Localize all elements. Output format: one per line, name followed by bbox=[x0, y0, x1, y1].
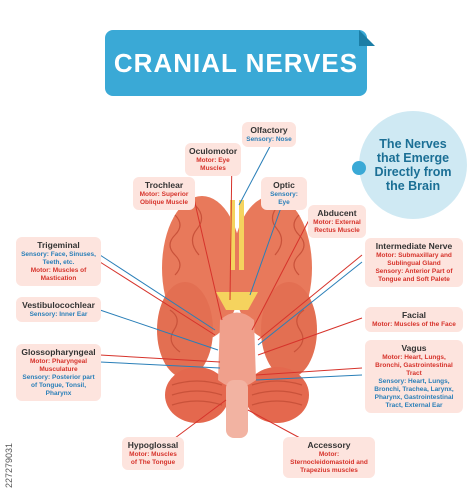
hypoglossal-motor: Motor: Muscles of The Tongue bbox=[129, 451, 177, 466]
intermediate-sensory: Sensory: Anterior Part of Tongue and Sof… bbox=[375, 268, 453, 283]
abducent-name: Abducent bbox=[317, 208, 357, 218]
label-vestibulocochlear: Vestibulocochlear Sensory: Inner Ear bbox=[16, 297, 101, 322]
vagus-name: Vagus bbox=[401, 343, 427, 353]
abducent-motor: Motor: External Rectus Muscle bbox=[313, 219, 361, 234]
optic-sensory: Sensory: Eye bbox=[270, 191, 298, 206]
gyri bbox=[169, 204, 305, 406]
stock-watermark: 227279031 bbox=[4, 378, 16, 488]
optic-chiasm bbox=[216, 292, 258, 310]
subtitle-text: The Nerves that Emerge Directly from the… bbox=[374, 137, 452, 193]
nerve-leader-lines bbox=[99, 134, 363, 439]
accessory-motor: Motor: Sternocleidomastoid and Trapezius… bbox=[290, 451, 368, 474]
vagus-motor: Motor: Heart, Lungs, Bronchi, Gastrointe… bbox=[375, 354, 453, 377]
trigeminal-motor: Motor: Muscles of Mastication bbox=[30, 267, 87, 282]
label-oculomotor: Oculomotor Motor: Eye Muscles bbox=[185, 143, 241, 176]
circle-dot bbox=[352, 161, 366, 175]
right-olfactory-tract bbox=[239, 200, 244, 270]
label-accessory: Accessory Motor: Sternocleidomastoid and… bbox=[283, 437, 375, 478]
medulla bbox=[226, 380, 248, 438]
subtitle-circle: The Nerves that Emerge Directly from the… bbox=[352, 111, 467, 219]
left-temporal-lobe bbox=[157, 282, 213, 378]
trigeminal-name: Trigeminal bbox=[37, 240, 80, 250]
glossopharyngeal-motor: Motor: Pharyngeal Musculature bbox=[29, 358, 88, 373]
label-facial: Facial Motor: Muscles of the Face bbox=[365, 307, 463, 332]
oculomotor-name: Oculomotor bbox=[189, 146, 238, 156]
label-trochlear: Trochlear Motor: Superior Oblique Muscle bbox=[133, 177, 195, 210]
intermediate-name: Intermediate Nerve bbox=[375, 241, 453, 251]
right-temporal-lobe bbox=[261, 282, 317, 378]
intermediate-motor: Motor: Submaxillary and Sublingual Gland bbox=[376, 252, 452, 267]
trochlear-name: Trochlear bbox=[144, 180, 184, 190]
glossopharyngeal-sensory: Sensory: Posterior part of Tongue, Tonsi… bbox=[22, 374, 95, 397]
label-glossopharyngeal: Glossopharyngeal Motor: Pharyngeal Muscu… bbox=[16, 344, 101, 401]
olfactory-name: Olfactory bbox=[250, 125, 288, 135]
vestibulocochlear-name: Vestibulocochlear bbox=[22, 300, 95, 310]
pons bbox=[218, 312, 256, 388]
hypoglossal-name: Hypoglossal bbox=[127, 440, 179, 450]
label-abducent: Abducent Motor: External Rectus Muscle bbox=[308, 205, 366, 238]
trochlear-motor: Motor: Superior Oblique Muscle bbox=[139, 191, 189, 206]
facial-name: Facial bbox=[401, 310, 427, 320]
left-olfactory-tract bbox=[230, 200, 235, 270]
label-olfactory: Olfactory Sensory: Nose bbox=[242, 122, 296, 147]
label-trigeminal: Trigeminal Sensory: Face, Sinuses, Teeth… bbox=[16, 237, 101, 286]
page-title: CRANIAL NERVES bbox=[113, 47, 359, 78]
optic-name: Optic bbox=[273, 180, 295, 190]
vagus-sensory: Sensory: Heart, Lungs, Bronchi, Trachea,… bbox=[374, 378, 454, 409]
label-intermediate-nerve: Intermediate Nerve Motor: Submaxillary a… bbox=[365, 238, 463, 287]
watermark-id: 227279031 bbox=[4, 442, 14, 488]
facial-motor: Motor: Muscles of the Face bbox=[372, 321, 456, 328]
olfactory-sensory: Sensory: Nose bbox=[246, 136, 292, 143]
oculomotor-motor: Motor: Eye Muscles bbox=[196, 157, 230, 172]
title-banner: CRANIAL NERVES bbox=[105, 30, 375, 96]
trigeminal-sensory: Sensory: Face, Sinuses, Teeth, etc. bbox=[21, 251, 96, 266]
left-cerebellum bbox=[165, 367, 229, 423]
label-optic: Optic Sensory: Eye bbox=[261, 177, 307, 210]
glossopharyngeal-name: Glossopharyngeal bbox=[21, 347, 96, 357]
label-hypoglossal: Hypoglossal Motor: Muscles of The Tongue bbox=[122, 437, 184, 470]
right-cerebellum bbox=[245, 367, 309, 423]
label-vagus: Vagus Motor: Heart, Lungs, Bronchi, Gast… bbox=[365, 340, 463, 413]
accessory-name: Accessory bbox=[307, 440, 351, 450]
vestibulocochlear-sensory: Sensory: Inner Ear bbox=[29, 311, 88, 318]
